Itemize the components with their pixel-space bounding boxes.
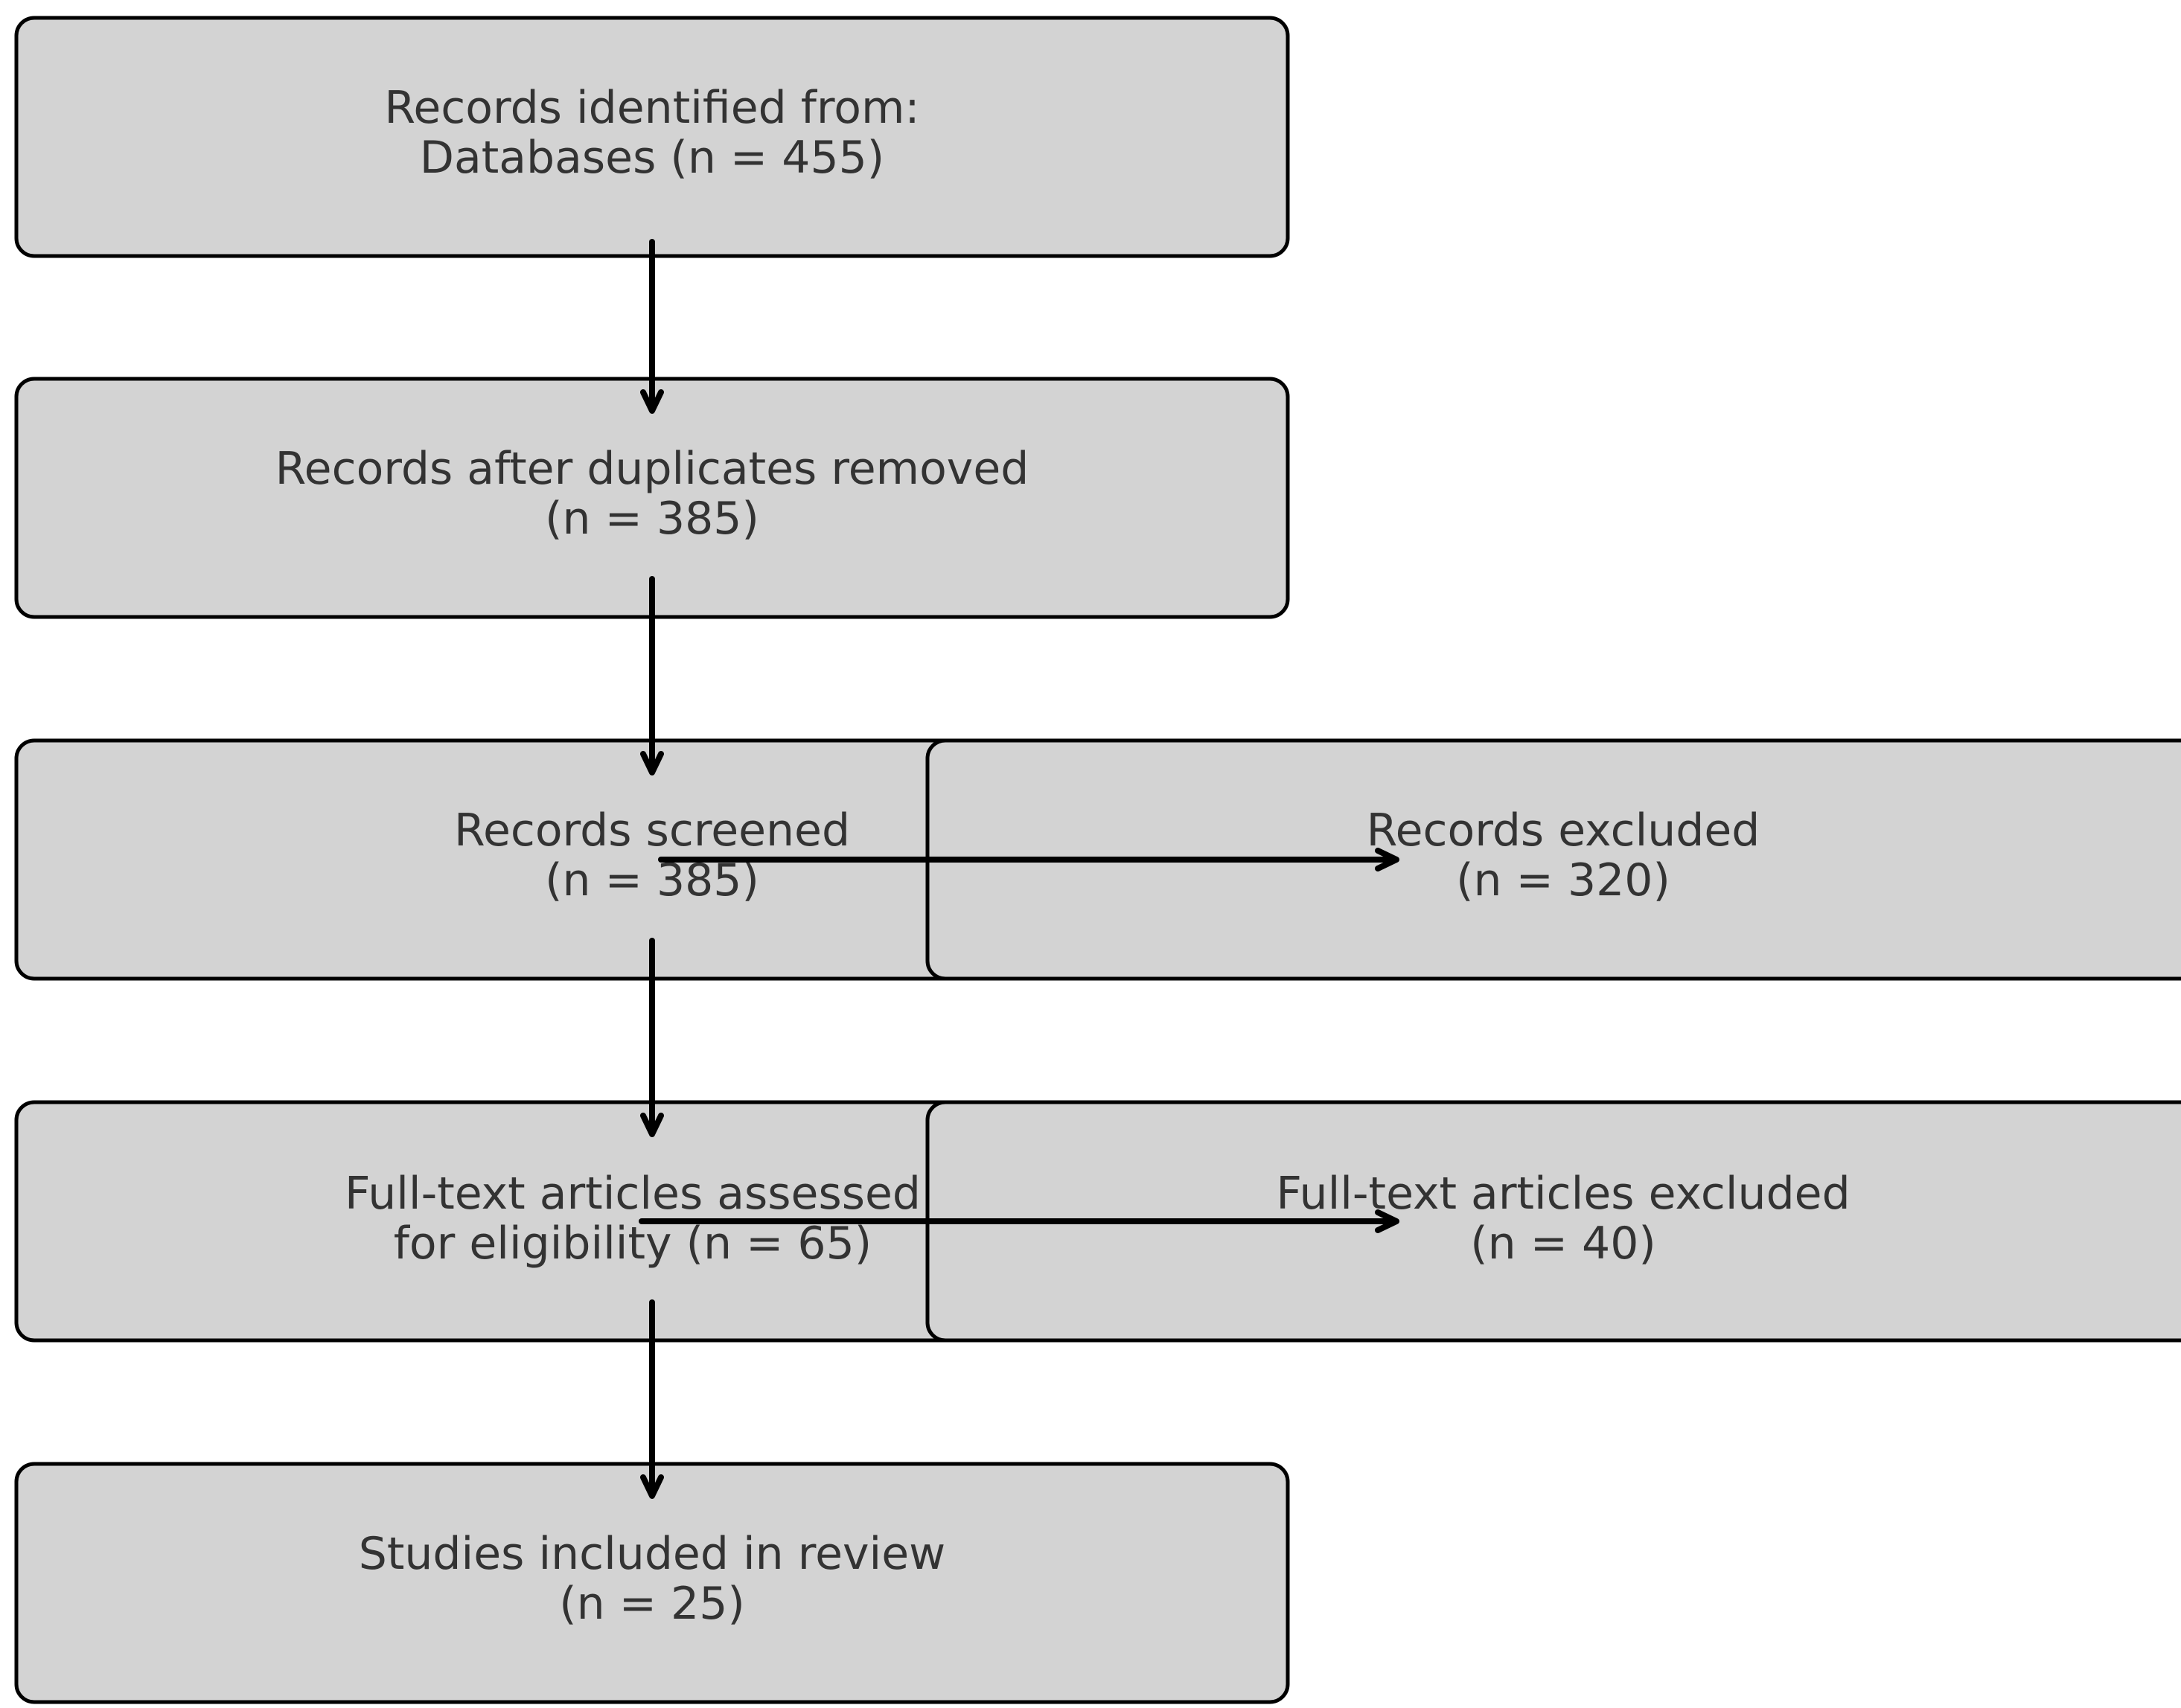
identified-box: Records identified from: Databases (n = … bbox=[14, 16, 1290, 258]
fulltext-excluded-box: Full-text articles excluded (n = 40) bbox=[925, 1100, 2181, 1343]
excluded-line1: Records excluded bbox=[1367, 805, 1760, 857]
screened-line2: (n = 385) bbox=[545, 854, 759, 906]
deduplicated-line2: (n = 385) bbox=[545, 493, 759, 545]
deduplicated-line1: Records after duplicates removed bbox=[275, 443, 1029, 495]
arrow-fulltext-to-included bbox=[640, 1299, 664, 1499]
deduplicated-box: Records after duplicates removed (n = 38… bbox=[14, 377, 1290, 619]
fulltext-line2: for eligibility (n = 65) bbox=[394, 1218, 872, 1270]
arrow-screened-to-fulltext bbox=[640, 938, 664, 1137]
fulltext-line1: Full-text articles assessed bbox=[345, 1168, 921, 1220]
arrow-identified-to-deduplicated bbox=[640, 239, 664, 414]
arrow-deduplicated-to-screened bbox=[640, 576, 664, 775]
fulltext-excluded-line1: Full-text articles excluded bbox=[1276, 1168, 1850, 1220]
excluded-line2: (n = 320) bbox=[1456, 854, 1670, 906]
included-box: Studies included in review (n = 25) bbox=[14, 1462, 1290, 1704]
identified-line2: Databases (n = 455) bbox=[420, 132, 884, 184]
fulltext-excluded-line2: (n = 40) bbox=[1470, 1218, 1656, 1270]
arrow-fulltext-to-fulltext-excluded bbox=[639, 1209, 1399, 1233]
identified-line1: Records identified from: bbox=[384, 82, 919, 134]
screened-line1: Records screened bbox=[454, 805, 850, 857]
arrow-screened-to-excluded bbox=[658, 848, 1399, 871]
included-line2: (n = 25) bbox=[559, 1578, 745, 1630]
included-line1: Studies included in review bbox=[359, 1528, 945, 1580]
